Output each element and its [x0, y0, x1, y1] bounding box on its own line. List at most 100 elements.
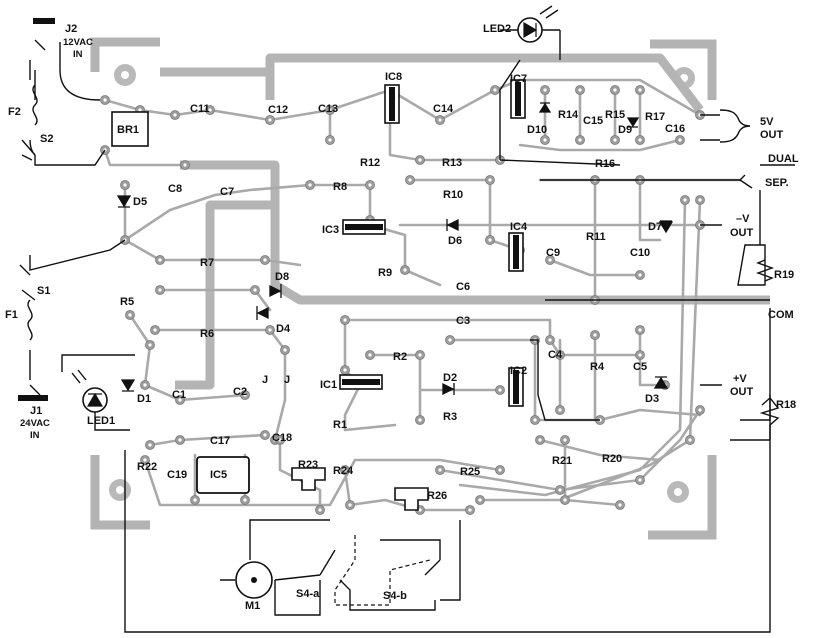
label-c2: C2 — [233, 386, 247, 398]
pad-hole — [193, 498, 197, 502]
pad-hole — [128, 313, 132, 317]
pad-hole — [593, 333, 597, 337]
label-r3: R3 — [443, 411, 457, 423]
label-r24: R24 — [333, 465, 354, 477]
pad-hole — [618, 503, 622, 507]
pad-hole — [638, 328, 642, 332]
pad-hole — [638, 273, 642, 277]
d7-diode — [658, 220, 674, 234]
label-c11: C11 — [190, 103, 210, 115]
label-d5: D5 — [133, 196, 147, 208]
label-sep: SEP. — [765, 177, 789, 189]
label-r2: R2 — [393, 351, 407, 363]
d9-diode — [626, 117, 640, 128]
label-ic5: IC5 — [210, 469, 227, 481]
pad-hole — [268, 328, 272, 332]
d10-diode — [538, 102, 552, 113]
pad-hole — [448, 338, 452, 342]
pad-hole — [638, 138, 642, 142]
board-outline — [90, 37, 717, 540]
pad-hole — [638, 88, 642, 92]
label-r9: R9 — [378, 267, 392, 279]
s4-linkage — [334, 535, 431, 606]
label-s4a: S4-a — [296, 588, 320, 600]
label-j1-spec: 24VAC — [20, 418, 50, 429]
pad-hole — [558, 488, 562, 492]
label-minus-v: –V — [736, 213, 750, 225]
pad-hole — [103, 98, 107, 102]
label-c15: C15 — [583, 115, 603, 127]
pad-hole — [283, 348, 287, 352]
label-d10: D10 — [527, 124, 547, 136]
d4-diode — [256, 306, 269, 320]
label-d9: D9 — [618, 124, 632, 136]
pad-hole — [548, 258, 552, 262]
label-j-a: J — [262, 374, 268, 386]
label-c3: C3 — [456, 315, 470, 327]
pad-hole — [328, 138, 332, 142]
label-c13: C13 — [318, 103, 338, 115]
label-c14: C14 — [433, 103, 454, 115]
label-m1: M1 — [245, 600, 260, 612]
label-c8: C8 — [168, 183, 182, 195]
label-s4b: S4-b — [383, 590, 407, 602]
label-r20: R20 — [602, 453, 622, 465]
label-5v: 5V — [760, 116, 774, 128]
pad-hole — [343, 368, 347, 372]
pad-hole — [613, 88, 617, 92]
label-c1: C1 — [172, 389, 186, 401]
components — [27, 5, 674, 599]
pad-hole — [208, 108, 212, 112]
pad-hole — [558, 353, 562, 357]
label-c4: C4 — [548, 349, 563, 361]
pad-hole — [498, 388, 502, 392]
label-s2: S2 — [40, 133, 53, 145]
label-d6: D6 — [448, 235, 462, 247]
label-d2: D2 — [443, 372, 457, 384]
f2-fuse — [32, 84, 38, 126]
label-c10: C10 — [630, 247, 650, 259]
d1-diode — [120, 379, 136, 392]
pad-hole — [143, 458, 147, 462]
label-r12: R12 — [360, 157, 380, 169]
pad-hole — [548, 338, 552, 342]
pad-hole — [243, 498, 247, 502]
pads — [100, 85, 705, 515]
pad-hole — [243, 393, 247, 397]
label-d4: D4 — [276, 323, 291, 335]
label-r17: R17 — [645, 111, 665, 123]
label-r7: R7 — [200, 257, 214, 269]
label-c19: C19 — [167, 469, 187, 481]
d5-diode — [116, 195, 132, 208]
pad-hole — [638, 478, 642, 482]
pad-hole — [578, 138, 582, 142]
pad-hole — [418, 508, 422, 512]
offboard-wiring — [18, 18, 795, 633]
pad-hole — [418, 418, 422, 422]
pad-hole — [143, 383, 147, 387]
pad-hole — [263, 258, 267, 262]
label-r4: R4 — [590, 361, 605, 373]
label-led1: LED1 — [87, 415, 115, 427]
pad-hole — [408, 178, 412, 182]
pad-hole — [543, 88, 547, 92]
label-r15: R15 — [605, 109, 625, 121]
label-r16: R16 — [595, 158, 615, 170]
label-r19: R19 — [774, 269, 794, 281]
pad-hole — [683, 198, 687, 202]
pad-hole — [478, 498, 482, 502]
label-c5: C5 — [633, 361, 647, 373]
r26-trimmer — [394, 487, 429, 511]
label-minus-v-out: OUT — [730, 227, 754, 239]
label-br1: BR1 — [117, 124, 139, 136]
label-r1: R1 — [333, 419, 347, 431]
label-r21: R21 — [552, 455, 572, 467]
label-r25: R25 — [460, 466, 480, 478]
label-ic7: IC7 — [510, 73, 527, 85]
pad-hole — [343, 318, 347, 322]
label-ic3: IC3 — [322, 224, 339, 236]
pad-hole — [438, 468, 442, 472]
pad-hole — [263, 433, 267, 437]
label-ic2: IC2 — [510, 365, 527, 377]
pad-hole — [558, 408, 562, 412]
